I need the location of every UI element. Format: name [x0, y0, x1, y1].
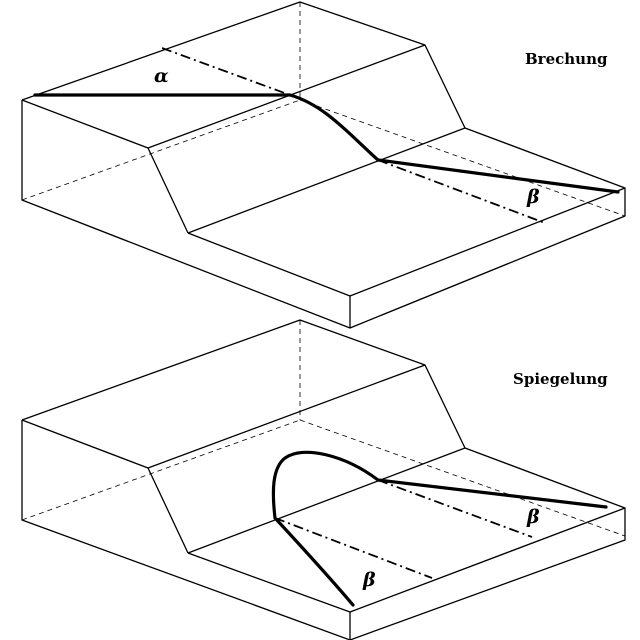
wave-ray [33, 93, 620, 194]
panel-refraction: Brechung α β [21, 1, 626, 329]
hidden-edges [21, 320, 626, 537]
normals [161, 47, 546, 224]
title-refraction: Brechung [525, 50, 608, 68]
angle-alpha-label: α [154, 65, 169, 87]
hidden-edges [21, 2, 626, 217]
normals [274, 479, 533, 579]
wave-ray [271, 450, 608, 607]
angle-beta-label: β [526, 506, 540, 528]
angle-beta-label: β [526, 186, 540, 208]
title-reflection: Spiegelung [513, 370, 608, 388]
block-outline [21, 319, 626, 640]
panel-reflection: Spiegelung β β [21, 319, 626, 640]
angle-beta-reflected-label: β [362, 569, 376, 591]
